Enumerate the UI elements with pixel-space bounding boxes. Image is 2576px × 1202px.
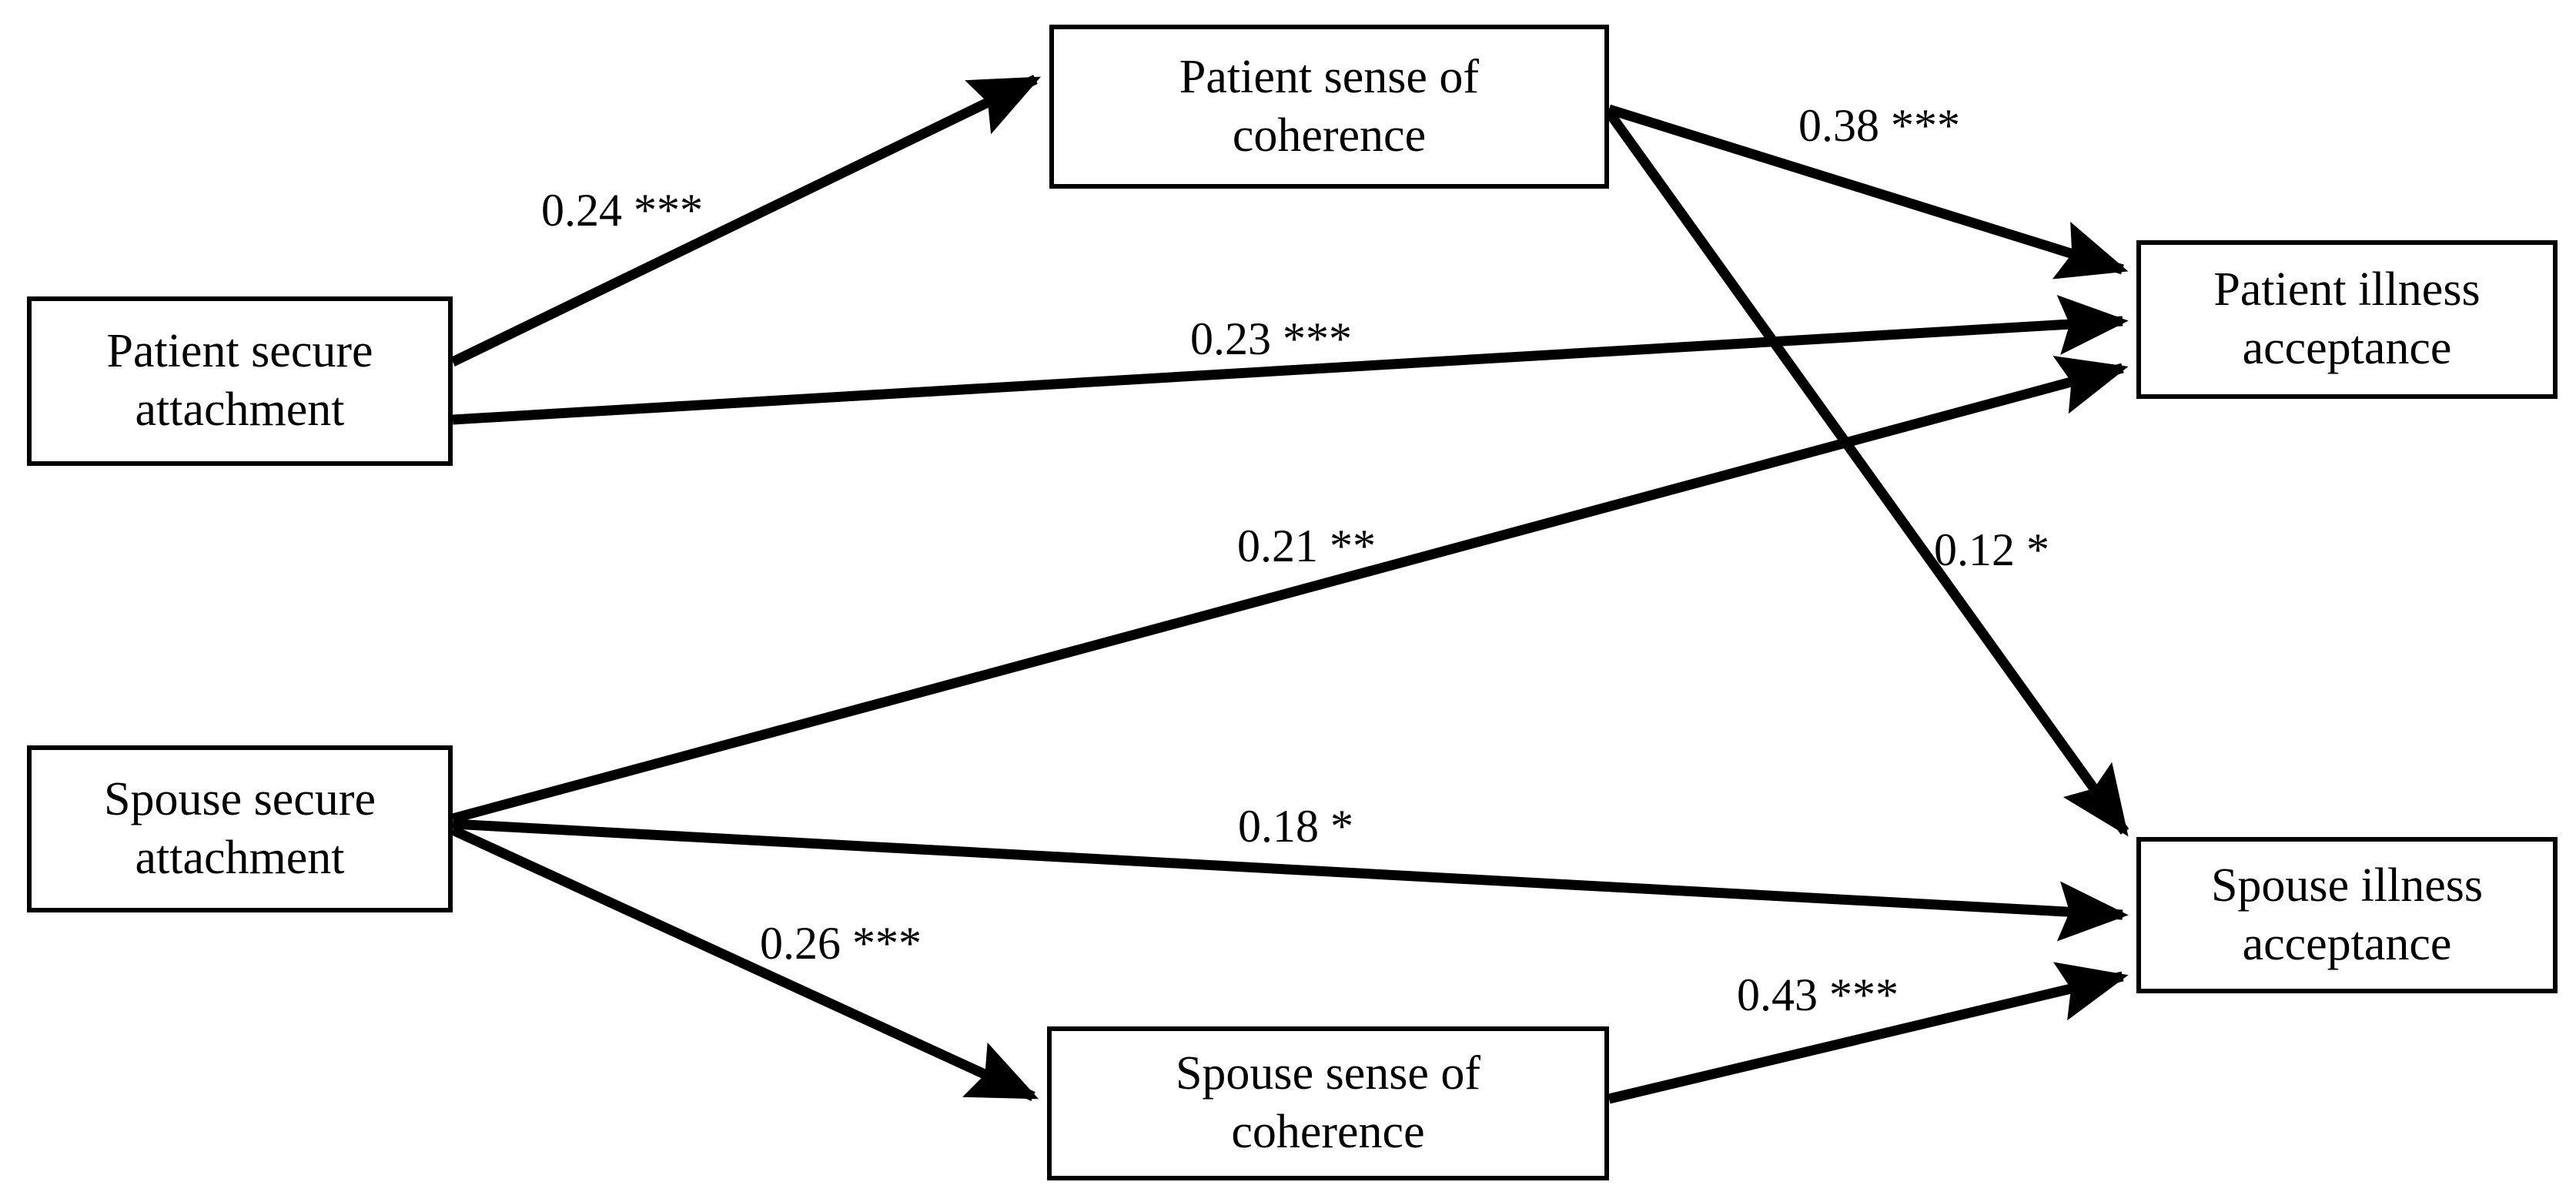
- node-spouse-sense-of-coherence[interactable]: Spouse sense of coherence: [1047, 1026, 1609, 1180]
- node-spouse-illness-acceptance[interactable]: Spouse illness acceptance: [2136, 837, 2558, 993]
- node-patient-illness-acceptance[interactable]: Patient illness acceptance: [2136, 240, 2558, 399]
- edge-patient-soc-to-patient-acceptance: [1607, 104, 2129, 280]
- node-spouse-secure-attachment[interactable]: Spouse secure attachment: [27, 745, 453, 912]
- edge-spouse-attachment-to-spouse-acceptance: [452, 819, 2129, 942]
- edge-label-patient-attachment-to-patient-acceptance: 0.23 ***: [1190, 313, 1352, 364]
- edge-patient-soc-to-spouse-acceptance: [1604, 109, 2129, 837]
- edge-spouse-attachment-to-spouse-soc: [450, 825, 1039, 1101]
- edge-label-spouse-attachment-to-spouse-soc: 0.26 ***: [760, 918, 922, 969]
- node-label: Patient sense of coherence: [1179, 50, 1480, 162]
- node-label: Spouse secure attachment: [104, 772, 376, 884]
- node-label: Spouse illness acceptance: [2210, 859, 2484, 970]
- edge-label-patient-attachment-to-patient-soc: 0.24 ***: [541, 185, 703, 236]
- edge-label-spouse-attachment-to-spouse-acceptance: 0.18 *: [1238, 801, 1353, 852]
- edge-label-patient-soc-to-spouse-acceptance: 0.12 *: [1934, 524, 2049, 575]
- node-patient-secure-attachment[interactable]: Patient secure attachment: [27, 296, 453, 466]
- node-patient-sense-of-coherence[interactable]: Patient sense of coherence: [1049, 25, 1609, 189]
- node-label: Spouse sense of coherence: [1175, 1047, 1481, 1158]
- edge-label-patient-soc-to-patient-acceptance: 0.38 ***: [1798, 100, 1960, 151]
- edge-patient-attachment-to-patient-acceptance: [452, 294, 2129, 425]
- edge-label-spouse-attachment-to-patient-acceptance: 0.21 **: [1237, 521, 1376, 571]
- node-label: Patient illness acceptance: [2213, 263, 2481, 374]
- edge-patient-attachment-to-patient-soc: [450, 75, 1042, 367]
- edge-label-spouse-soc-to-spouse-acceptance: 0.43 ***: [1737, 969, 1899, 1020]
- node-label: Patient secure attachment: [106, 325, 373, 436]
- edge-spouse-attachment-to-patient-acceptance: [451, 356, 2129, 824]
- edge-spouse-soc-to-spouse-acceptance: [1607, 962, 2129, 1104]
